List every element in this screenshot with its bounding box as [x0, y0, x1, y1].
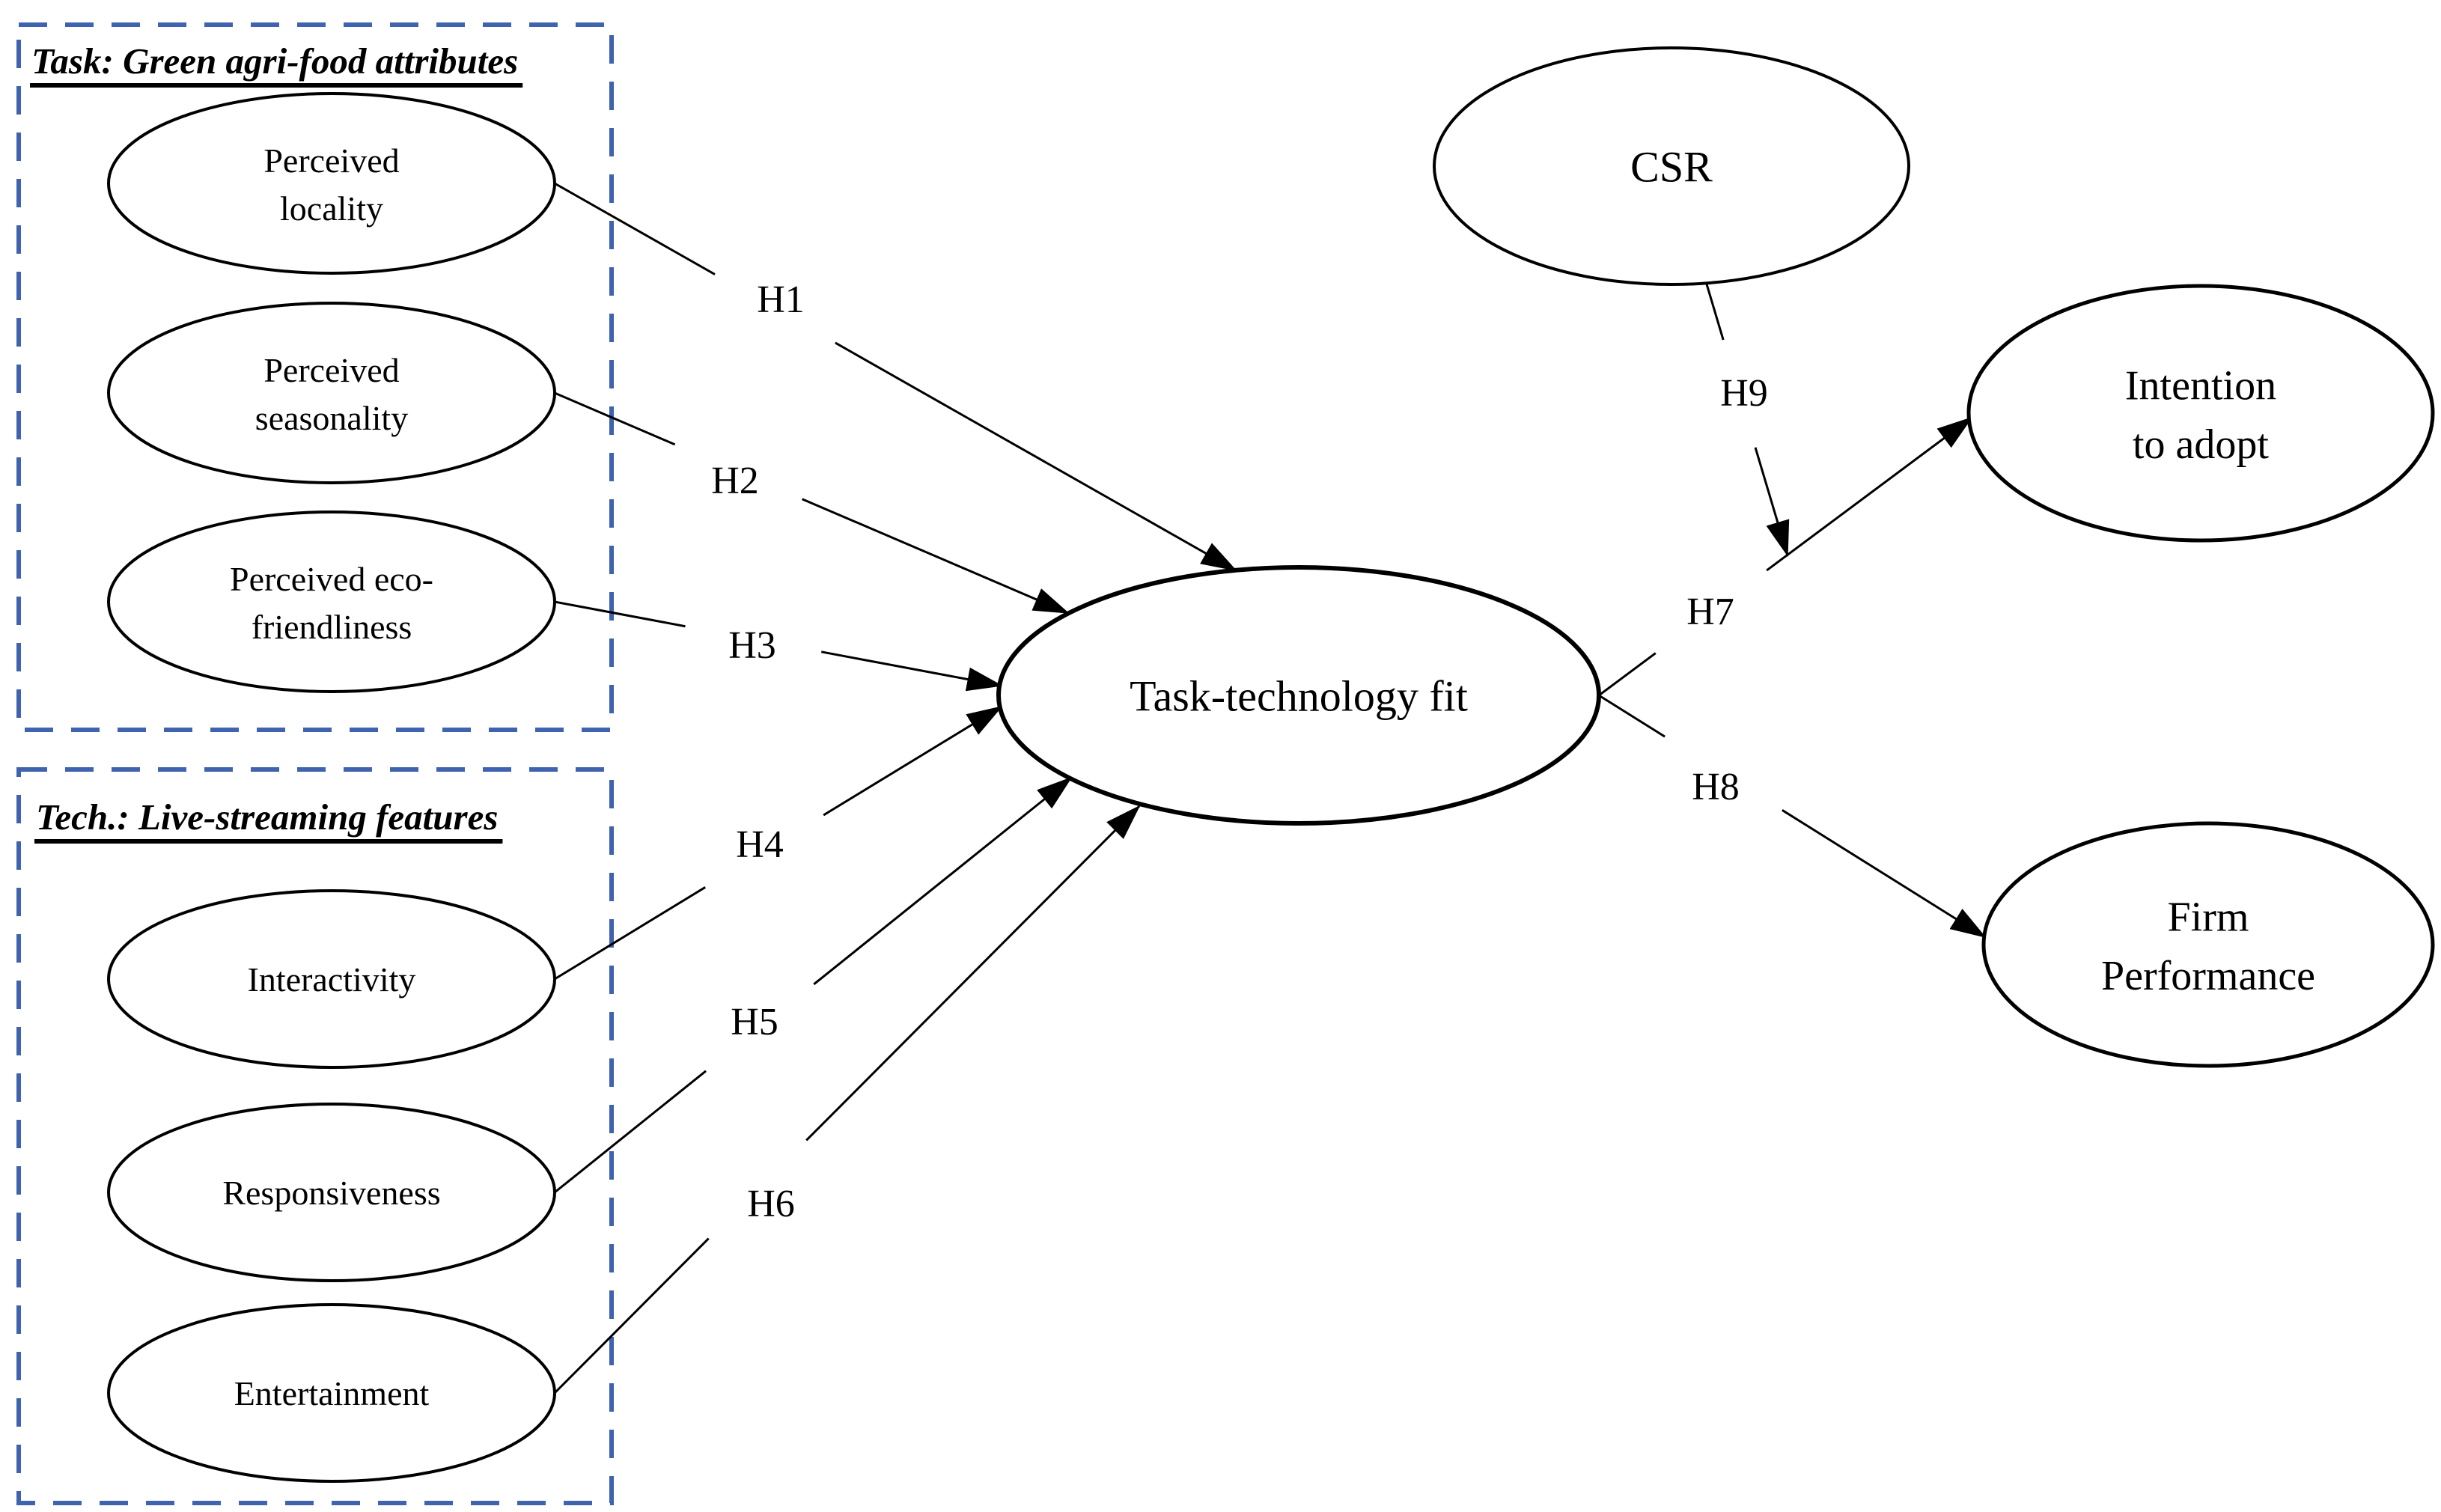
- node-responsiveness-label: Responsiveness: [222, 1174, 440, 1212]
- edge-h8-label: H8: [1692, 766, 1740, 808]
- edge-h9-line-start: [1705, 282, 1725, 341]
- node-perceived-seasonality-ellipse: [107, 302, 556, 484]
- node-intention-to-adopt-label-line-1: to adopt: [2133, 421, 2269, 468]
- edge-h2-line-start: [554, 391, 676, 446]
- edge-h5-line-start: [554, 1070, 707, 1194]
- group-box-tech-features: [16, 767, 614, 1505]
- edge-h7-label: H7: [1686, 591, 1734, 633]
- edge-h8-line-end: [1782, 809, 1987, 939]
- edge-h3-label: H3: [728, 624, 776, 667]
- group-title-task-attributes: Task: Green agri-food attributes: [31, 40, 518, 82]
- edge-h6-label: H6: [747, 1183, 795, 1225]
- edge-h6-line-end: [805, 805, 1141, 1141]
- node-interactivity-ellipse: [107, 889, 556, 1069]
- node-interactivity-label-line-0: Interactivity: [248, 960, 416, 999]
- node-firm-performance-ellipse: [1981, 821, 2435, 1068]
- node-task-technology-fit-label: Task-technology fit: [1130, 671, 1468, 720]
- node-csr-ellipse: [1433, 46, 1910, 286]
- node-intention-to-adopt-ellipse: [1966, 284, 2435, 543]
- node-perceived-seasonality-label-line-0: Perceived: [263, 351, 399, 389]
- edge-h5-line-end: [813, 776, 1073, 986]
- edge-h9-label: H9: [1720, 372, 1768, 415]
- node-entertainment-ellipse: [107, 1303, 556, 1483]
- node-interactivity-label: Interactivity: [248, 960, 416, 999]
- node-firm-performance-label-line-0: Firm: [2168, 894, 2249, 941]
- edge-h1-line-start: [554, 182, 716, 275]
- edge-h3-line-end: [820, 650, 1003, 692]
- edge-h4-line-start: [554, 886, 706, 981]
- node-task-technology-fit-ellipse: [996, 565, 1601, 826]
- edge-h9-line-end: [1754, 447, 1790, 557]
- node-perceived-eco-friendliness-label-line-0: Perceived eco-: [230, 560, 433, 598]
- node-perceived-eco-friendliness-ellipse: [107, 510, 556, 693]
- node-firm-performance-label-line-1: Performance: [2101, 953, 2315, 999]
- node-perceived-seasonality-label: Perceived seasonality: [255, 351, 408, 437]
- group-title-tech-features: Tech.: Live-streaming features: [36, 796, 498, 838]
- edge-h1-label: H1: [757, 278, 805, 321]
- edge-h4-line-end: [823, 705, 1003, 817]
- node-task-technology-fit-label-line-0: Task-technology fit: [1130, 671, 1468, 720]
- node-responsiveness-label-line-0: Responsiveness: [222, 1174, 440, 1212]
- edge-h1-line-end: [835, 341, 1237, 572]
- node-entertainment-label-line-0: Entertainment: [234, 1374, 430, 1412]
- node-entertainment-label: Entertainment: [234, 1374, 430, 1412]
- node-responsiveness-ellipse: [107, 1103, 556, 1282]
- node-csr-label: CSR: [1630, 142, 1713, 191]
- node-perceived-eco-friendliness-label: Perceived eco-friendliness: [230, 560, 433, 646]
- edge-h5-label: H5: [731, 1001, 778, 1043]
- node-perceived-locality-ellipse: [107, 92, 556, 275]
- edge-h4-label: H4: [736, 823, 784, 866]
- node-perceived-locality-label: Perceived locality: [263, 141, 399, 228]
- edge-h3-line-start: [554, 600, 686, 628]
- node-perceived-eco-friendliness-label-line-1: friendliness: [252, 608, 412, 646]
- node-csr-label-line-0: CSR: [1630, 142, 1713, 191]
- node-perceived-seasonality-label-line-1: seasonality: [255, 399, 408, 437]
- node-intention-to-adopt-label-line-0: Intention: [2125, 363, 2276, 409]
- node-perceived-locality-label-line-1: locality: [280, 189, 383, 228]
- edge-h7-line-start: [1598, 652, 1657, 697]
- node-intention-to-adopt-label: Intention to adopt: [2125, 363, 2276, 468]
- group-box-task-attributes: [16, 22, 614, 732]
- edges-layer: [553, 182, 1987, 1394]
- edge-h6-line-start: [553, 1237, 710, 1394]
- node-perceived-locality-label-line-0: Perceived: [263, 141, 399, 180]
- edge-h7-line-end: [1766, 416, 1973, 572]
- edge-h2-label: H2: [711, 460, 759, 502]
- edge-h2-line-end: [802, 498, 1070, 615]
- edge-h8-line-start: [1598, 694, 1666, 738]
